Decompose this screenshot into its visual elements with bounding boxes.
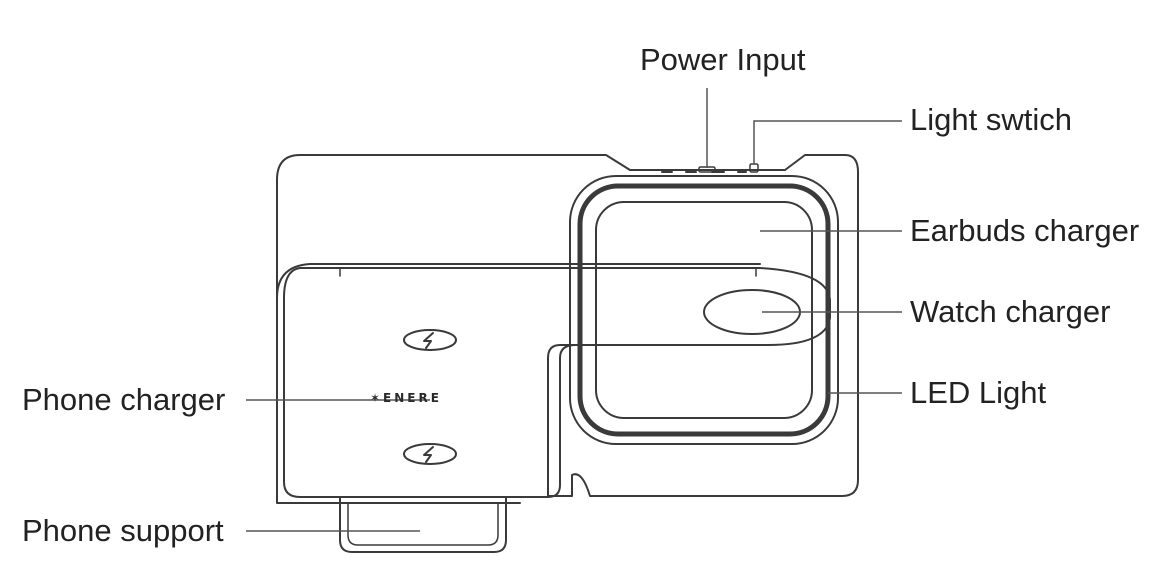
label-power-input: Power Input: [640, 42, 806, 77]
earbuds-charger-inner: [595, 201, 813, 419]
phone-charger-rim: [276, 263, 761, 299]
leader-light-switch: [753, 120, 902, 164]
phone-support: [339, 496, 507, 553]
charger-base-left: [276, 154, 340, 504]
earbuds-charger-outer: [569, 175, 839, 445]
phone-charger-pad: [283, 267, 831, 498]
label-phone-charger: Phone charger: [22, 382, 226, 417]
charger-base: [299, 154, 859, 497]
lightning-bolt-icon: [403, 329, 457, 351]
label-earbuds-charger: Earbuds charger: [910, 213, 1140, 248]
label-watch-charger: Watch charger: [910, 294, 1111, 329]
label-phone-support: Phone support: [22, 513, 224, 548]
brand-logo: ✶ENERE: [370, 391, 442, 405]
led-light-ring: [577, 183, 831, 437]
label-light-switch: Light swtich: [910, 102, 1072, 137]
phone-support-inner: [347, 502, 499, 546]
label-led-light: LED Light: [910, 375, 1047, 410]
phone-charger-top-detail: [339, 267, 757, 277]
lightning-bolt-icon: [403, 443, 457, 465]
